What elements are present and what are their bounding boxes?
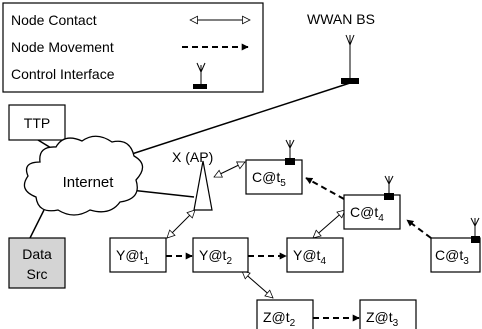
ttp-label: TTP: [24, 115, 50, 131]
node-y2: Y@t2: [192, 237, 249, 273]
node-y2-label: Y@t2: [199, 247, 232, 267]
node-z3: Z@t3: [359, 299, 417, 329]
contact-ap-y1: [167, 210, 195, 238]
contact-y2-z2: [242, 271, 273, 298]
internet-label: Internet: [63, 174, 115, 191]
legend-control-interface-label: Control Interface: [11, 66, 115, 82]
node-z3-label: Z@t3: [366, 309, 399, 329]
node-y4: Y@t4: [286, 237, 344, 273]
node-c3-label: C@t3: [435, 247, 469, 267]
data-src-label-line1: Data: [22, 246, 52, 262]
internet-cloud: Internet: [23, 135, 144, 216]
move-c3-c4: [406, 219, 432, 239]
access-point-label: X (AP): [172, 149, 213, 165]
contact-links: [167, 162, 345, 298]
node-y4-label: Y@t4: [293, 247, 326, 267]
access-point: X (AP): [172, 149, 213, 211]
contact-ap-c5: [214, 162, 245, 177]
legend-antenna-icon: [193, 62, 207, 89]
node-c4-antenna-icon: [384, 175, 394, 200]
legend-node-movement-label: Node Movement: [11, 39, 114, 55]
node-y1-label: Y@t1: [116, 247, 149, 267]
node-c3-antenna-icon: [470, 217, 480, 243]
node-c5-label: C@t5: [252, 169, 286, 189]
wwan-bs-antenna-icon: [341, 34, 359, 84]
node-c5: C@t5: [245, 139, 303, 195]
wwan-bs-label: WWAN BS: [307, 11, 375, 27]
ttp-node: TTP: [8, 104, 66, 141]
legend: Node Contact Node Movement Control Inter…: [2, 2, 264, 93]
move-c4-c5: [305, 177, 345, 200]
access-point-icon: [193, 160, 213, 211]
data-src-node: Data Src: [8, 237, 66, 289]
legend-node-contact-label: Node Contact: [11, 12, 97, 28]
contact-c4-y4: [313, 210, 345, 238]
node-y1: Y@t1: [109, 237, 167, 273]
node-c4-label: C@t4: [350, 204, 384, 224]
node-z2-label: Z@t2: [263, 309, 296, 329]
data-src-label-line2: Src: [27, 266, 48, 282]
movement-links: [166, 177, 432, 322]
node-c3: C@t3: [430, 217, 481, 273]
node-c5-antenna-icon: [285, 139, 295, 165]
node-c4: C@t4: [343, 175, 401, 230]
node-z2: Z@t2: [256, 299, 314, 329]
internet-datasrc-link: [29, 209, 45, 239]
